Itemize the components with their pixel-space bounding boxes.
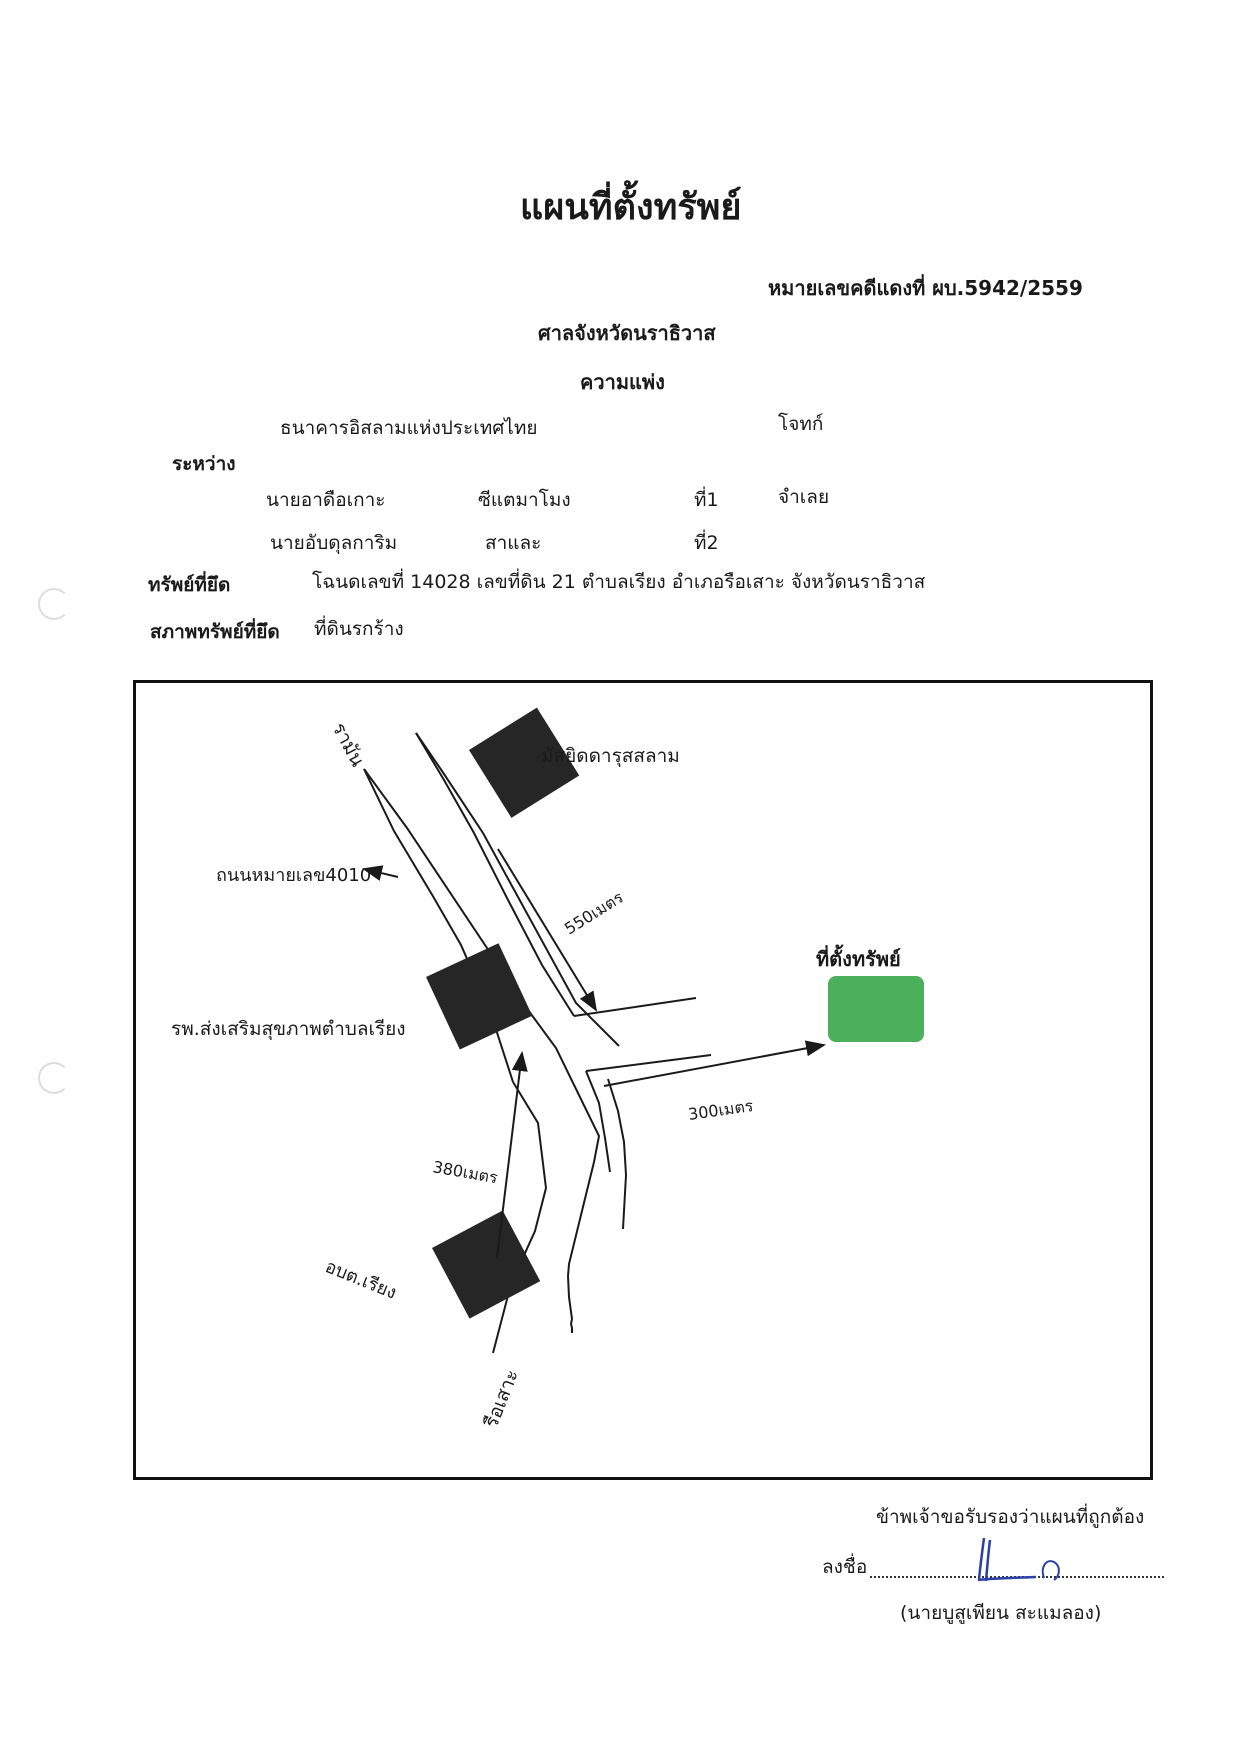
- road-number-arrow: [362, 865, 399, 881]
- defendant-2-first-name: นายอับดุลการิม: [270, 532, 398, 554]
- distance-550-label: 550เมตร: [561, 887, 627, 938]
- plaintiff-role: โจทก์: [778, 413, 824, 435]
- between-label: ระหว่าง: [172, 453, 236, 475]
- document-title: แผนที่ตั้งทรัพย์: [520, 187, 742, 228]
- road-east-edge-south: [585, 1070, 611, 1173]
- plaintiff-name: ธนาคารอิสลามแห่งประเทศไทย: [280, 417, 538, 439]
- defendant-1-last-name: ซีแตมาโมง: [478, 489, 571, 511]
- property-label: ที่ตั้งทรัพย์: [816, 944, 901, 971]
- signer-name: (นายบูสูเพียน สะแมลอง): [900, 1602, 1102, 1624]
- road-east-edge-north: [415, 732, 575, 1017]
- seized-property-label: ทรัพย์ที่ยึด: [148, 574, 231, 596]
- defendant-2-last-name: สาและ: [485, 532, 542, 554]
- defendant-role: จำเลย: [778, 486, 830, 508]
- road-number-label: ถนนหมายเลข4010: [216, 865, 371, 886]
- case-number: หมายเลขคดีแดงที่ ผบ.5942/2559: [768, 276, 1083, 300]
- certification-statement: ข้าพเจ้าขอรับรองว่าแผนที่ถูกต้อง: [876, 1506, 1145, 1528]
- side-road-north-edge: [573, 997, 697, 1017]
- distance-550-arrow: [497, 848, 598, 1012]
- obt-building: [432, 1210, 541, 1319]
- distance-380-label: 380เมตร: [431, 1157, 499, 1187]
- handwritten-signature: [977, 1537, 1060, 1582]
- defendant-1-order: ที่1: [694, 489, 719, 511]
- side-road-south-edge: [585, 1054, 712, 1072]
- road-bottom-label: รือเสาะ: [480, 1366, 523, 1431]
- main-road-right-edge-south: [607, 1078, 628, 1230]
- property-condition-label: สภาพทรัพย์ที่ยึด: [150, 621, 280, 643]
- mosque-building: [468, 707, 580, 818]
- road-top-label: รามัน: [328, 719, 369, 770]
- defendant-1-first-name: นายอาดือเกาะ: [266, 489, 386, 511]
- property-marker: [828, 976, 924, 1042]
- mosque-label: มัสยิดดารุสสลาม: [541, 745, 680, 768]
- obt-label: อบต.เรียง: [322, 1256, 399, 1303]
- distance-380-arrow: [496, 1051, 528, 1259]
- distance-300-arrow: [603, 1040, 826, 1087]
- defendant-2-order: ที่2: [694, 532, 719, 554]
- case-type: ความแพ่ง: [580, 370, 665, 394]
- signature-label: ลงชื่อ: [822, 1556, 868, 1578]
- main-road-right-edge: [415, 732, 620, 1047]
- distance-300-label: 300เมตร: [687, 1096, 755, 1124]
- map-drawing: รามัน รือเสาะ ถนนหมายเลข4010 มัสยิดดารุส…: [171, 707, 924, 1432]
- punch-hole-mark: [38, 588, 70, 620]
- hospital-label: รพ.ส่งเสริมสุขภาพตำบลเรียง: [171, 1018, 406, 1041]
- location-map: รามัน รือเสาะ ถนนหมายเลข4010 มัสยิดดารุส…: [133, 680, 1153, 1480]
- court-name: ศาลจังหวัดนราธิวาส: [538, 321, 716, 345]
- punch-hole-mark: [38, 1062, 70, 1094]
- property-condition-value: ที่ดินรกร้าง: [314, 618, 404, 640]
- seized-property-value: โฉนดเลขที่ 14028 เลขที่ดิน 21 ตำบลเรียง …: [312, 571, 926, 593]
- hospital-building: [426, 943, 533, 1050]
